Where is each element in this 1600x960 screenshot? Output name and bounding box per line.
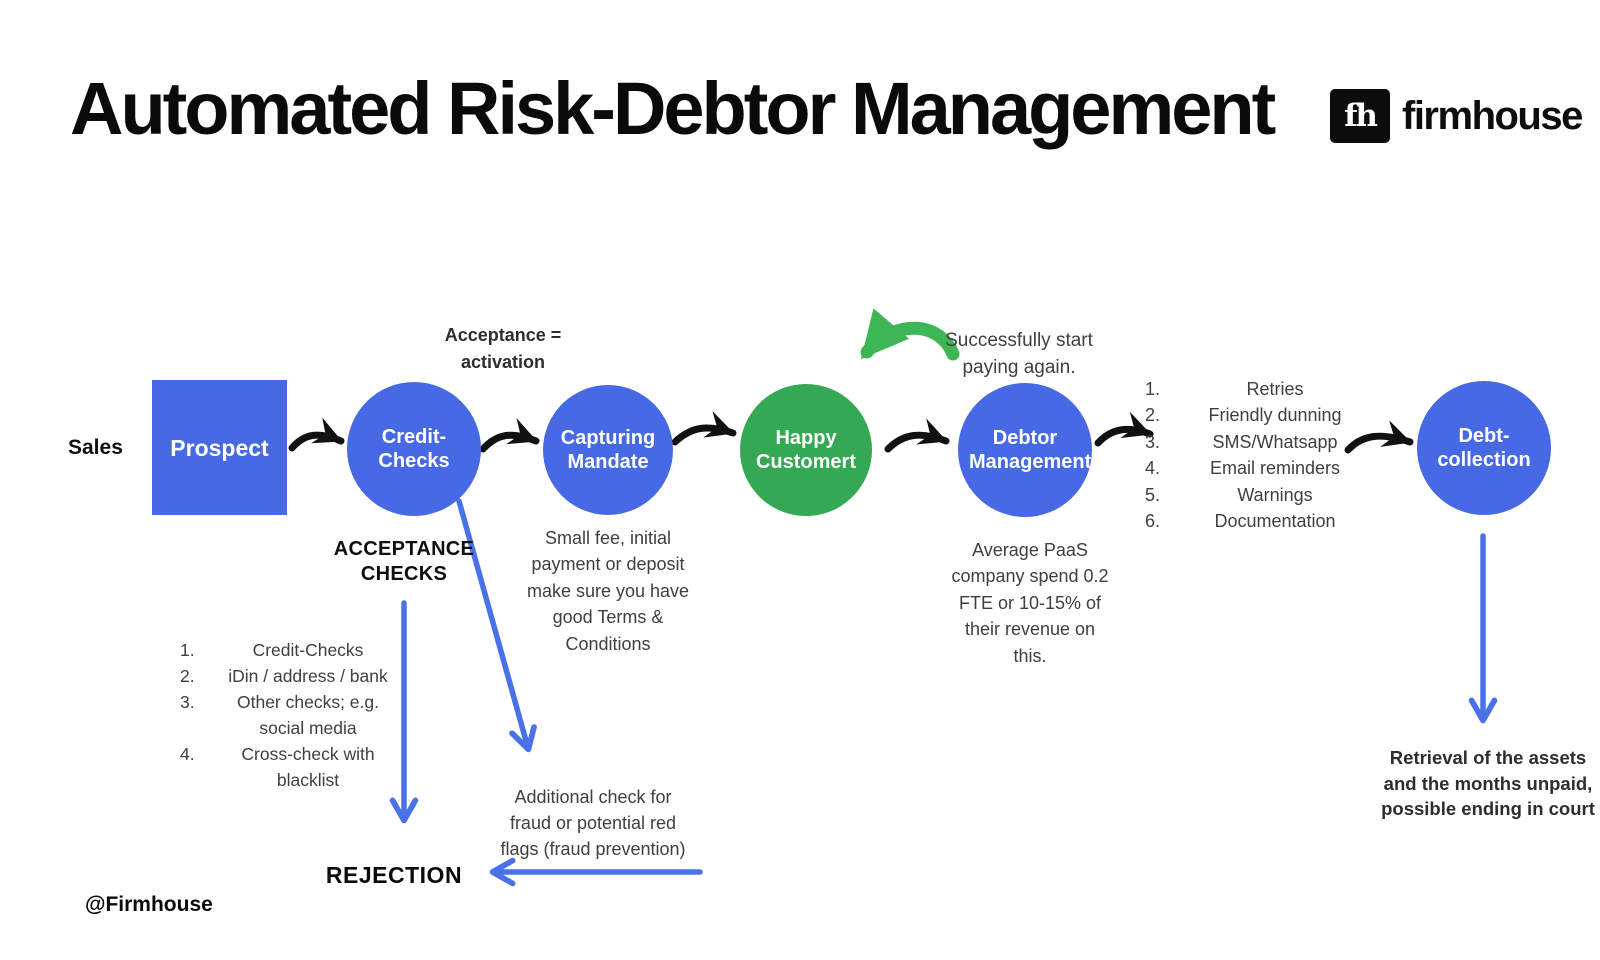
list-item-number: 3. bbox=[180, 692, 195, 712]
successfully-paying-note: Successfully start paying again. bbox=[945, 330, 1093, 378]
node-happy-customer: Happy Customert bbox=[740, 384, 872, 516]
additional-check-note: Additional check for fraud or potential … bbox=[500, 787, 686, 859]
list-item: 4. Email reminders bbox=[1145, 455, 1375, 481]
logo-glyph: fh bbox=[1344, 98, 1378, 134]
arrow-capturing-mandate-to-happy-customer bbox=[671, 411, 737, 446]
list-item-number: 2. bbox=[1145, 405, 1161, 426]
list-item: 1. Retries bbox=[1145, 376, 1375, 402]
average-paas-note: Average PaaS company spend 0.2 FTE or 10… bbox=[951, 540, 1109, 666]
node-debt-collection: Debt-collection bbox=[1417, 381, 1551, 515]
node-debt-collection-label: Debt-collection bbox=[1437, 425, 1531, 471]
node-credit-checks-label: Credit-Checks bbox=[378, 426, 450, 472]
list-item-number: 4. bbox=[180, 744, 195, 764]
dunning-steps-list: 1. Retries 2. Friendly dunning 3. SMS/Wh… bbox=[1145, 376, 1375, 534]
list-item-label: SMS/Whatsapp bbox=[1212, 431, 1338, 452]
list-item-label: Email reminders bbox=[1209, 458, 1341, 479]
list-item-number: 1. bbox=[180, 640, 195, 660]
list-item-number: 6. bbox=[1145, 511, 1161, 532]
page-title: Automated Risk-Debtor Management bbox=[70, 67, 1276, 150]
node-debtor-management-label: Debtor Management bbox=[969, 427, 1092, 473]
list-item: 1. Credit-Checks bbox=[180, 637, 410, 663]
list-item-label: Other checks; e.g. social media bbox=[236, 692, 379, 738]
small-fee-note: Small fee, initial payment or deposit ma… bbox=[526, 528, 690, 654]
node-debtor-management: Debtor Management bbox=[958, 383, 1092, 517]
list-item-label: Cross-check with blacklist bbox=[241, 744, 375, 790]
list-item: 4. Cross-check with blacklist bbox=[180, 741, 410, 793]
list-item-number: 3. bbox=[1145, 431, 1161, 452]
list-item-number: 2. bbox=[180, 666, 195, 686]
list-item: 2. iDin / address / bank bbox=[180, 663, 410, 689]
arrow-happy-customer-to-debtor-management bbox=[884, 418, 950, 453]
arrow-credit-checks-to-capturing-mandate bbox=[479, 418, 540, 453]
list-item: 3. SMS/Whatsapp bbox=[1145, 429, 1375, 455]
arrow-debtor-management-to-dunning-list bbox=[1094, 411, 1154, 447]
list-item: 5. Warnings bbox=[1145, 482, 1375, 508]
node-capturing-mandate: Capturing Mandate bbox=[543, 385, 673, 515]
list-item-label: Documentation bbox=[1214, 511, 1336, 532]
list-item: 6. Documentation bbox=[1145, 508, 1375, 534]
node-prospect-label: Prospect bbox=[170, 434, 269, 461]
list-item-label: Friendly dunning bbox=[1208, 405, 1342, 426]
node-credit-checks: Credit-Checks bbox=[347, 382, 481, 516]
list-item-number: 1. bbox=[1145, 379, 1161, 399]
firmhouse-logo-icon: fh bbox=[1330, 89, 1390, 143]
acceptance-checks-heading: ACCEPTANCE CHECKS bbox=[333, 538, 475, 585]
acceptance-activation-note: Acceptance = activation bbox=[444, 325, 562, 372]
node-happy-customer-label: Happy Customert bbox=[755, 427, 856, 473]
retrieval-note: Retrieval of the assets and the months u… bbox=[1381, 747, 1595, 819]
list-item-label: iDin / address / bank bbox=[228, 666, 388, 686]
rejection-label: REJECTION bbox=[325, 862, 463, 888]
node-capturing-mandate-label: Capturing Mandate bbox=[560, 427, 656, 473]
list-item-label: Credit-Checks bbox=[252, 640, 364, 660]
node-prospect: Prospect bbox=[152, 380, 287, 515]
list-item-number: 5. bbox=[1145, 484, 1161, 505]
list-item: 3. Other checks; e.g. social media bbox=[180, 689, 410, 741]
brand-name: firmhouse bbox=[1402, 94, 1583, 138]
arrow-prospect-to-credit-checks bbox=[288, 417, 345, 452]
list-item-number: 4. bbox=[1145, 458, 1161, 479]
acceptance-checks-list: 1. Credit-Checks 2. iDin / address / ban… bbox=[180, 637, 410, 793]
footer-handle: @Firmhouse bbox=[85, 893, 213, 916]
list-item: 2. Friendly dunning bbox=[1145, 402, 1375, 428]
list-item-label: Retries bbox=[1246, 379, 1304, 399]
list-item-label: Warnings bbox=[1237, 484, 1313, 505]
sales-lane-label: Sales bbox=[68, 436, 123, 459]
